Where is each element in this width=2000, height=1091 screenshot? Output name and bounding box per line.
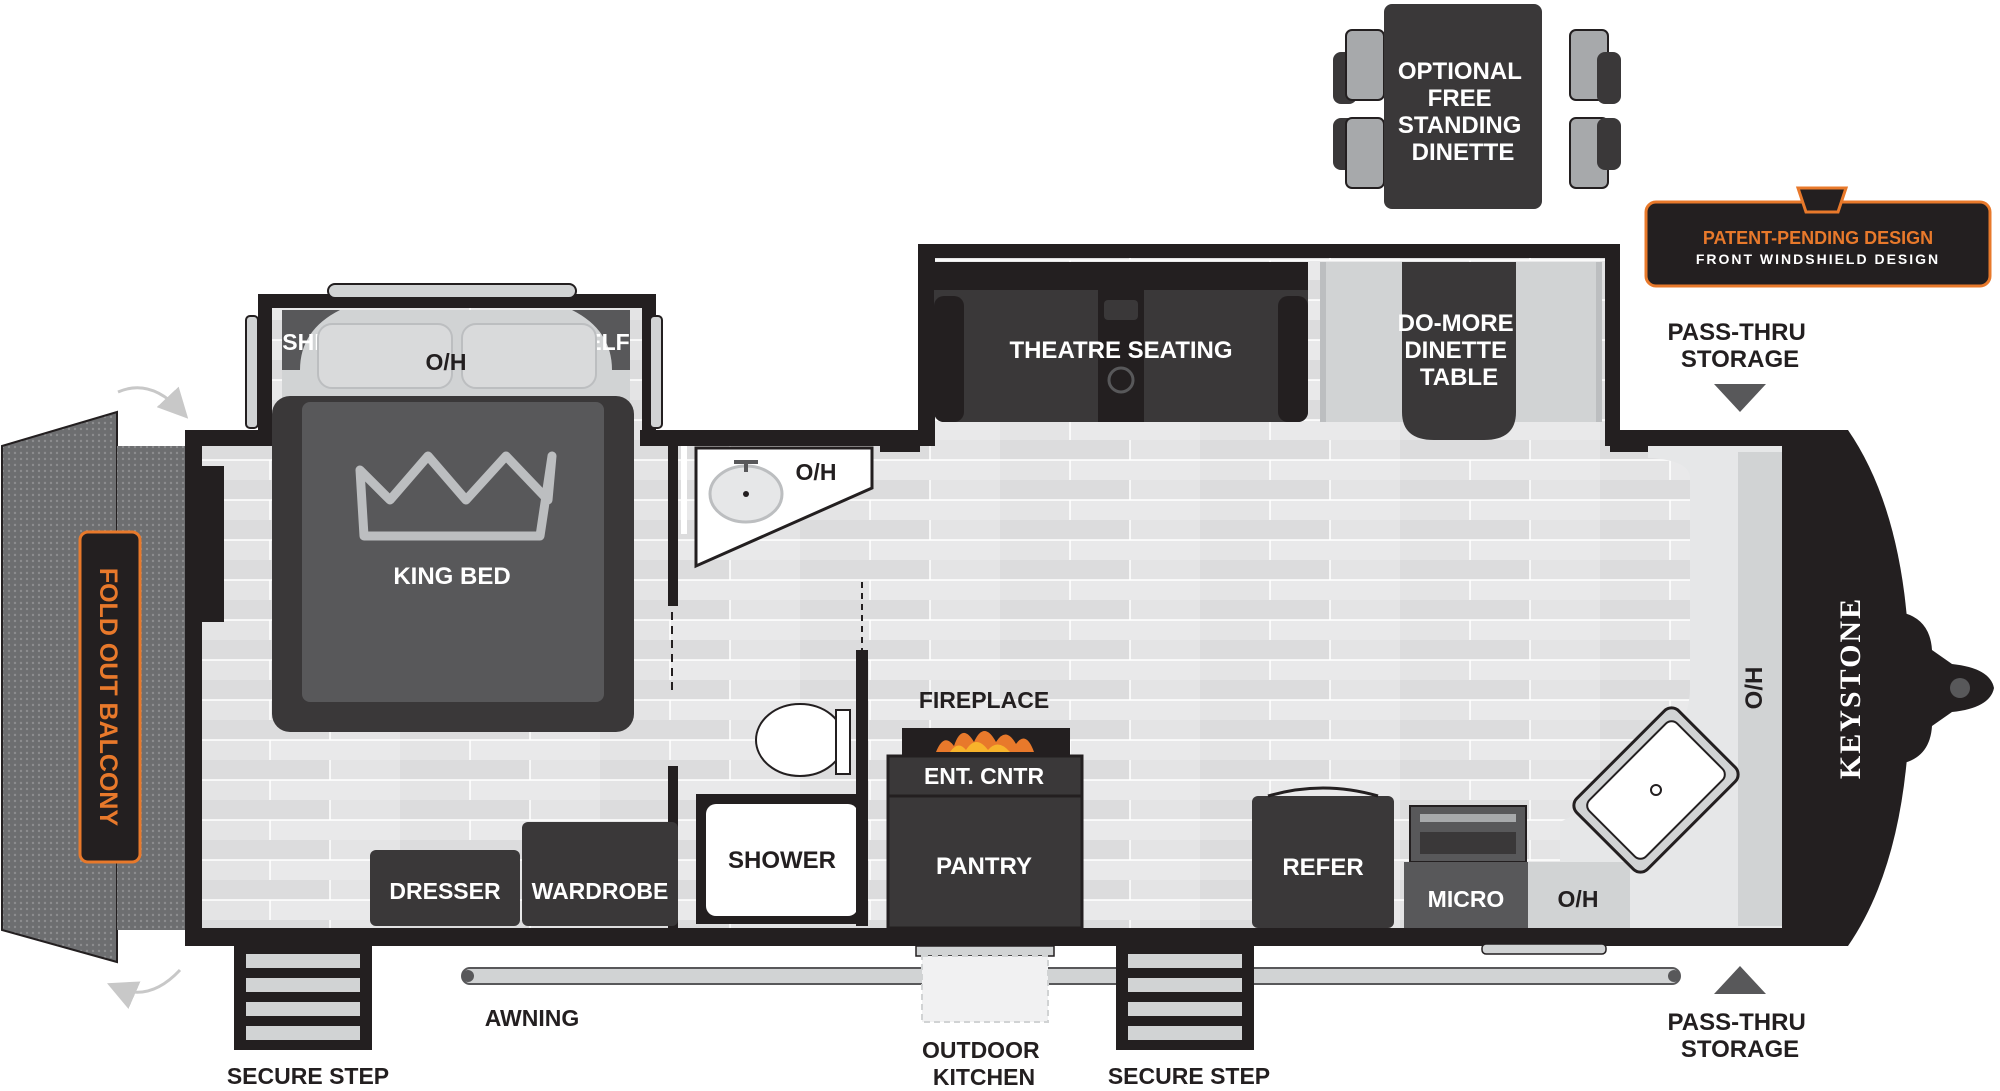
bedroom: SHELF SHELF O/H KING BED <box>202 310 634 732</box>
kitchen-sink <box>1572 706 1740 874</box>
shower-label: SHOWER <box>728 847 836 874</box>
pass-thru-bottom-1: PASS-THRU <box>1668 1009 1806 1036</box>
do-more-label-2: DINETTE <box>1404 337 1507 364</box>
patent-line-2: FRONT WINDSHIELD DESIGN <box>1696 251 1940 267</box>
cupholder-icon <box>1107 366 1135 394</box>
theatre-seating-label: THEATRE SEATING <box>1009 337 1232 364</box>
toilet-icon <box>755 703 845 777</box>
kitchen: REFER MICRO O/H O/H <box>1252 667 1768 928</box>
oh-kitchen-label: O/H <box>1558 886 1599 912</box>
pass-thru-bottom-2: STORAGE <box>1681 1036 1799 1063</box>
exterior: AWNING SECURE STEP OUTDOOR KITCHEN SECUR… <box>227 943 1681 1090</box>
living-slideout: THEATRE SEATING DO-MORE DINETTE TABLE <box>934 262 1602 440</box>
balcony-label: FOLD OUT BALCONY <box>94 568 122 827</box>
pillow-left <box>317 323 453 389</box>
awning-label: AWNING <box>485 1005 580 1031</box>
shower <box>706 804 858 916</box>
bathroom: O/H SHOWER <box>668 446 874 928</box>
svg-text:PASS-THRU STORAGE: PASS-THRU STORAGE <box>1668 1009 1813 1063</box>
fold-arrow-bottom <box>107 968 182 1009</box>
oh-bed-label: O/H <box>426 349 467 375</box>
dinette-label-2: FREE <box>1428 85 1492 112</box>
hitch <box>1900 612 1994 764</box>
wardrobe <box>522 822 678 926</box>
secure-step-right <box>1116 946 1254 1050</box>
optional-dinette: OPTIONAL FREE STANDING DINETTE <box>1333 4 1621 209</box>
outdoor-kitchen <box>915 945 1055 1023</box>
fold-arrow-top <box>117 386 189 419</box>
microwave <box>1404 862 1528 928</box>
svg-text:OPTIONAL FREE STAN: OPTIONAL FREE STANDING DINETTE <box>1398 58 1528 166</box>
dresser-label: DRESSER <box>389 878 501 904</box>
do-more-label-1: DO-MORE <box>1398 310 1514 337</box>
center-cabinets: FIREPLACE ENT. CNTR PANTRY <box>856 650 1084 930</box>
secure-step-right-label: SECURE STEP <box>1108 1063 1270 1089</box>
dinette-label-4: DINETTE <box>1412 139 1515 166</box>
oh-bath-label: O/H <box>796 459 837 485</box>
arrow-down-icon <box>1714 384 1766 412</box>
patent-line-1: PATENT-PENDING DESIGN <box>1703 228 1933 248</box>
pass-thru-storage-top: PASS-THRU STORAGE <box>1668 319 1813 412</box>
patent-badge: PATENT-PENDING DESIGN FRONT WINDSHIELD D… <box>1644 186 1992 288</box>
fireplace-label: FIREPLACE <box>919 687 1049 713</box>
refrigerator <box>1252 796 1394 928</box>
wardrobe-label: WARDROBE <box>532 878 669 904</box>
svg-text:PASS-THRU STORAGE: PASS-THRU STORAGE <box>1668 319 1813 373</box>
pass-thru-top-1: PASS-THRU <box>1668 319 1806 346</box>
secure-step-left-label: SECURE STEP <box>227 1063 389 1089</box>
do-more-label-3: TABLE <box>1420 364 1498 391</box>
svg-text:OUTDOOR KITCHEN: OUTDOOR KITCHEN <box>922 1037 1046 1090</box>
refer-label: REFER <box>1282 854 1363 881</box>
pass-thru-storage-bottom: PASS-THRU STORAGE <box>1668 966 1813 1063</box>
arrow-up-icon <box>1714 966 1766 994</box>
ent-cntr-label: ENT. CNTR <box>924 763 1045 789</box>
dinette-table <box>1402 262 1516 440</box>
bedroom-storage: DRESSER WARDROBE <box>370 822 678 926</box>
oh-front-label: O/H <box>1741 667 1768 710</box>
dresser <box>370 850 520 926</box>
fold-out-balcony: FOLD OUT BALCONY <box>0 386 189 1009</box>
secure-step-left <box>234 946 372 1050</box>
faucet-icon <box>734 460 758 472</box>
pantry-label: PANTRY <box>936 853 1032 880</box>
awning <box>461 967 1681 985</box>
pillow-right <box>461 323 597 389</box>
micro-label: MICRO <box>1428 886 1505 912</box>
brand-label: KEYSTONE <box>1834 597 1867 779</box>
dinette-label-1: OPTIONAL <box>1398 58 1522 85</box>
svg-text:DO-MORE DINETTE TA: DO-MORE DINETTE TABLE <box>1398 310 1521 391</box>
outdoor-kitchen-label-1: OUTDOOR <box>922 1037 1040 1063</box>
ent-cntr <box>886 754 1084 798</box>
king-bed-label: KING BED <box>393 563 510 590</box>
outdoor-kitchen-label-2: KITCHEN <box>933 1064 1035 1090</box>
pass-thru-top-2: STORAGE <box>1681 346 1799 373</box>
crown-icon <box>355 451 557 541</box>
dinette-label-3: STANDING <box>1398 112 1522 139</box>
pantry <box>886 794 1084 930</box>
